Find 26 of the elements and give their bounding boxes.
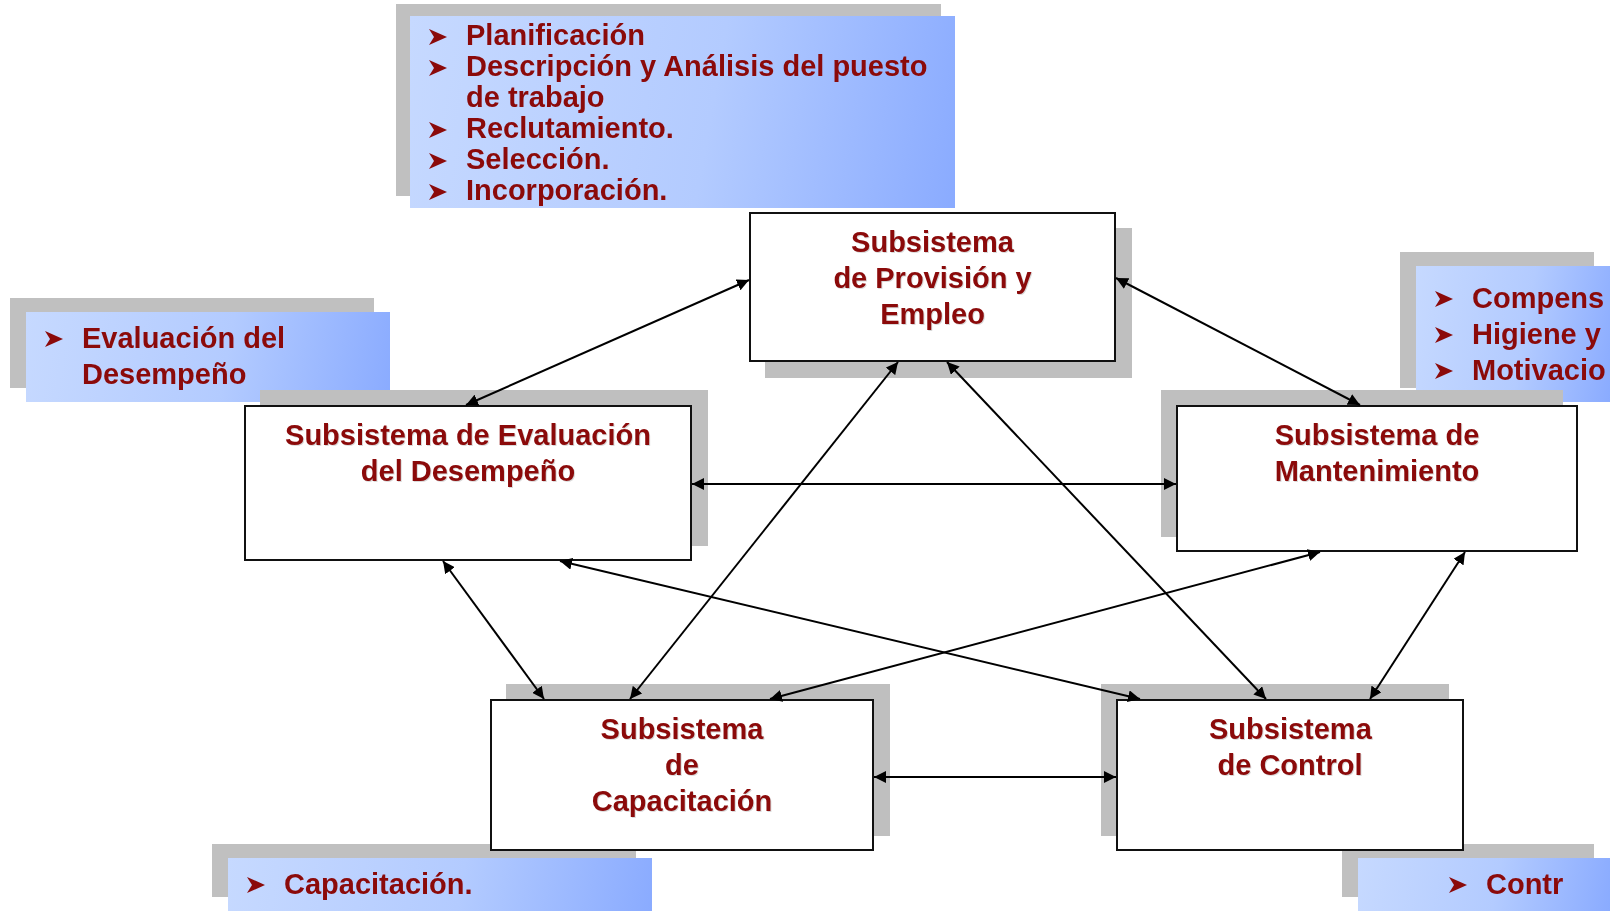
bullet-text: Incorporación. (466, 175, 668, 206)
bullet-text: Contr (1486, 867, 1564, 902)
double-arrow (559, 557, 1141, 703)
double-arrow (946, 361, 1267, 700)
bullet-text: Selección. (466, 144, 610, 175)
box-title: Subsistema de Provisión y Empleo (832, 225, 1033, 332)
box-title: Subsistema de Mantenimiento (1273, 418, 1481, 489)
bullet-text: Capacitación. (284, 867, 473, 902)
bullet-text: Compens (1472, 281, 1605, 316)
bullet-text: Reclutamiento. (466, 113, 674, 144)
bullet-text: Higiene y (1472, 317, 1601, 352)
double-arrow (1115, 277, 1361, 406)
double-arrow (1369, 551, 1466, 700)
box-title: Subsistema de Evaluación del Desempeño (284, 418, 652, 489)
double-arrow (691, 478, 1177, 490)
double-arrow (769, 549, 1321, 702)
double-arrow (442, 560, 545, 700)
bullet-text: Motivacio (1472, 353, 1606, 388)
bullet-text: Descripción y Análisis del puesto de trabajo (466, 51, 929, 113)
box-title: Subsistema de Control (1209, 712, 1371, 783)
box-title: Subsistema de Capacitación (590, 712, 774, 819)
bullet-text: Evaluación del Desempeño (82, 321, 287, 392)
double-arrow (873, 771, 1117, 783)
double-arrow (629, 361, 899, 700)
double-arrow (465, 279, 750, 406)
bullet-text: Planificación (466, 20, 645, 51)
